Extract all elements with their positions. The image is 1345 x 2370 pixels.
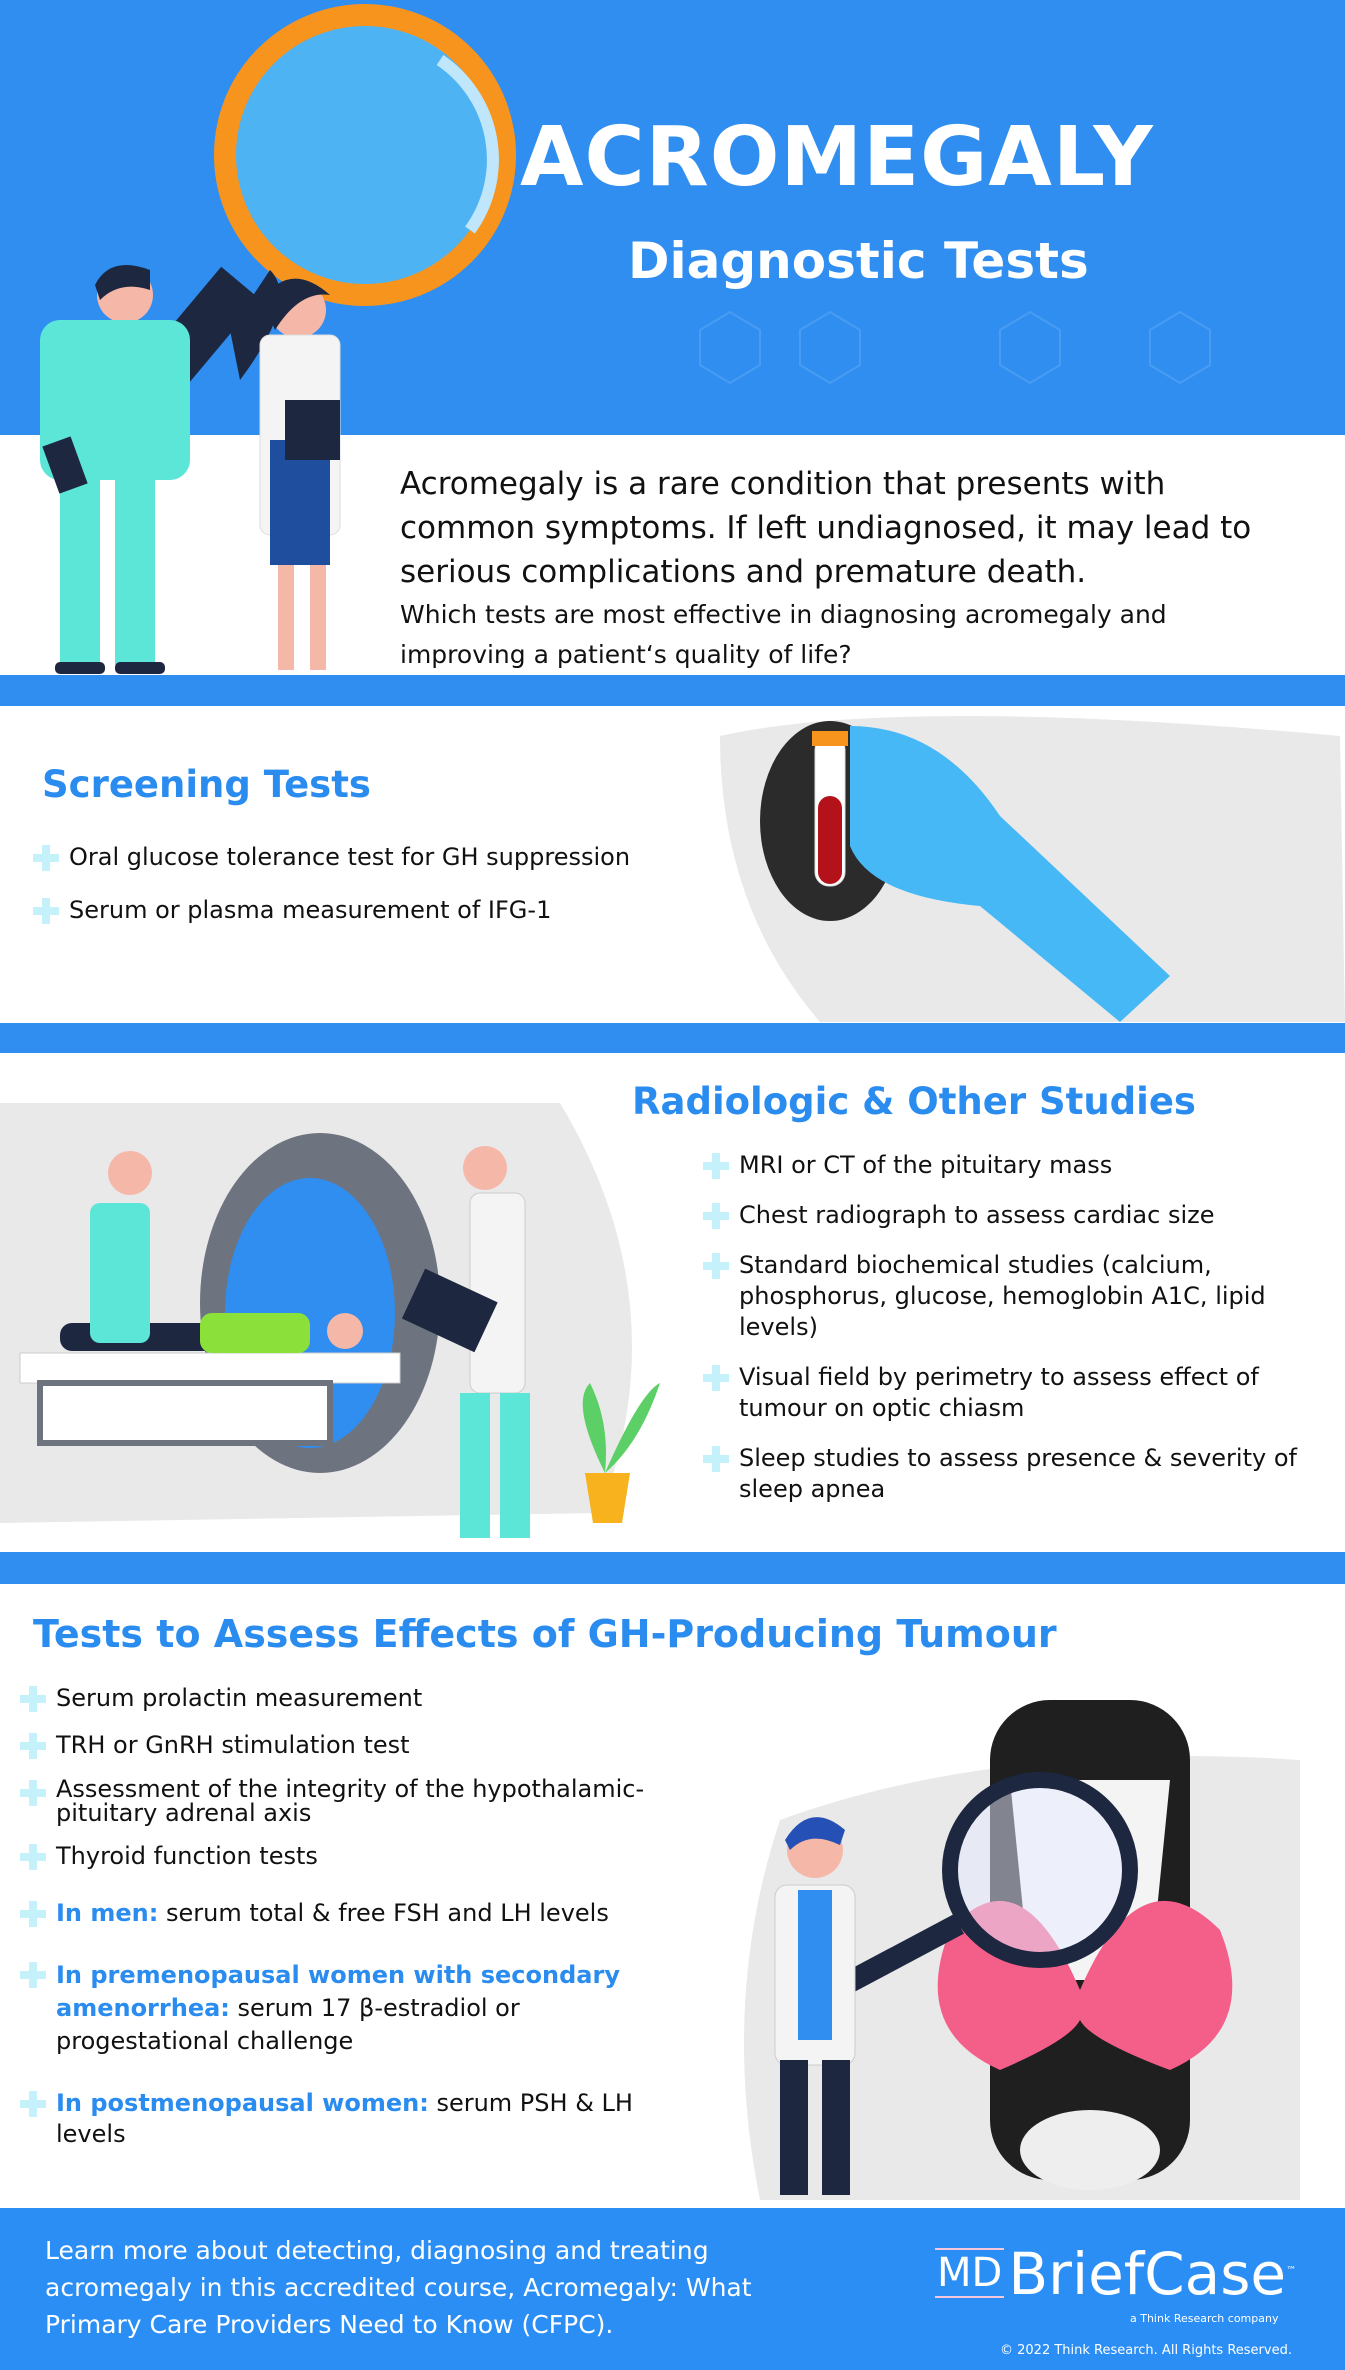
item-text: Thyroid function tests: [56, 1842, 318, 1870]
doctor-male-illustration: [40, 265, 190, 674]
logo-md: MD: [935, 2248, 1005, 2298]
item-text: Oral glucose tolerance test for GH suppr…: [69, 843, 631, 871]
section-divider: [0, 1552, 1345, 1584]
page-subtitle: Diagnostic Tests: [628, 232, 1089, 290]
plus-icon: [703, 1203, 729, 1229]
list-item: Visual field by perimetry to assess effe…: [703, 1362, 1313, 1424]
radiologic-title: Radiologic & Other Studies: [632, 1080, 1196, 1123]
logo-name: BriefCase: [1008, 2240, 1287, 2308]
section-divider: [0, 675, 1345, 706]
plus-icon: [20, 1901, 46, 1927]
logo-tagline: a Think Research company: [1130, 2312, 1279, 2325]
intro-question: Which tests are most effective in diagno…: [400, 600, 1167, 669]
item-text: Serum prolactin measurement: [56, 1684, 423, 1712]
item-text: Serum or plasma measurement of IFG-1: [69, 896, 552, 924]
list-item: In postmenopausal women: serum PSH & LH …: [20, 2088, 700, 2150]
copyright: © 2022 Think Research. All Rights Reserv…: [1000, 2343, 1292, 2358]
logo-tm: ™: [1286, 2265, 1297, 2277]
list-item: TRH or GnRH stimulation test: [20, 1730, 700, 1761]
intro-lead: Acromegaly is a rare condition that pres…: [400, 466, 1252, 590]
item-text: In postmenopausal women: serum PSH & LH …: [56, 2088, 696, 2150]
doctor-female-illustration: [230, 270, 341, 670]
item-detail: serum total & free FSH and LH levels: [165, 1899, 609, 1927]
plus-icon: [703, 1153, 729, 1179]
item-detail: serum 17 β-estradiol or progestational c…: [56, 1994, 520, 2055]
list-item: Thyroid function tests: [20, 1841, 700, 1872]
screening-title: Screening Tests: [42, 763, 371, 806]
item-text: Standard biochemical studies (calcium, p…: [739, 1251, 1266, 1341]
plus-icon: [703, 1253, 729, 1279]
magnifying-glass-icon: [150, 4, 516, 384]
item-text: In premenopausal women with secondary am…: [56, 1959, 696, 2058]
header-illustration: [40, 4, 1211, 674]
tumour-title: Tests to Assess Effects of GH-Producing …: [33, 1612, 1057, 1656]
plus-icon: [33, 845, 59, 871]
list-item: Sleep studies to assess presence & sever…: [703, 1443, 1313, 1505]
list-item: Assessment of the integrity of the hypot…: [20, 1777, 700, 1825]
plus-icon: [33, 898, 59, 924]
radiologic-list: MRI or CT of the pituitary mass Chest ra…: [703, 1150, 1313, 1505]
screening-list: Oral glucose tolerance test for GH suppr…: [33, 842, 713, 926]
plus-icon: [703, 1446, 729, 1472]
item-label: In postmenopausal women:: [56, 2089, 429, 2117]
plus-icon: [20, 2091, 46, 2117]
footer: [0, 2208, 1345, 2370]
list-item: Serum prolactin measurement: [20, 1683, 700, 1714]
list-item: Standard biochemical studies (calcium, p…: [703, 1250, 1313, 1343]
course-promo-link[interactable]: Learn more about detecting, diagnosing a…: [45, 2236, 752, 2339]
plus-icon: [20, 1733, 46, 1759]
item-text: Assessment of the integrity of the hypot…: [56, 1775, 645, 1827]
list-item: In men: serum total & free FSH and LH le…: [20, 1898, 700, 1929]
hexagon-pattern: [699, 310, 1211, 385]
item-label: In men:: [56, 1899, 159, 1927]
blood-test-illustration: [720, 716, 1345, 1022]
item-text: Sleep studies to assess presence & sever…: [739, 1444, 1297, 1503]
plus-icon: [20, 1780, 46, 1806]
plus-icon: [20, 1962, 46, 1988]
list-item: Chest radiograph to assess cardiac size: [703, 1200, 1313, 1231]
item-text: MRI or CT of the pituitary mass: [739, 1151, 1113, 1179]
list-item: Oral glucose tolerance test for GH suppr…: [33, 842, 713, 873]
list-item: MRI or CT of the pituitary mass: [703, 1150, 1313, 1181]
section-divider: [0, 1023, 1345, 1053]
plus-icon: [20, 1844, 46, 1870]
page-title: ACROMEGALY: [520, 110, 1154, 205]
item-text: TRH or GnRH stimulation test: [56, 1731, 410, 1759]
mri-illustration: [0, 1103, 660, 1538]
thyroid-illustration: [744, 1700, 1300, 2200]
item-text: In men: serum total & free FSH and LH le…: [56, 1898, 609, 1929]
tumour-list: Serum prolactin measurement TRH or GnRH …: [20, 1683, 700, 2150]
item-text: Chest radiograph to assess cardiac size: [739, 1201, 1215, 1229]
item-text: Visual field by perimetry to assess effe…: [739, 1363, 1259, 1422]
header-banner: [0, 0, 1345, 435]
item-detail: serum PSH & LH levels: [56, 2089, 633, 2148]
item-label: In premenopausal women with secondary am…: [56, 1961, 620, 2022]
list-item: Serum or plasma measurement of IFG-1: [33, 895, 713, 926]
plus-icon: [703, 1365, 729, 1391]
list-item: In premenopausal women with secondary am…: [20, 1959, 700, 2058]
plus-icon: [20, 1686, 46, 1712]
